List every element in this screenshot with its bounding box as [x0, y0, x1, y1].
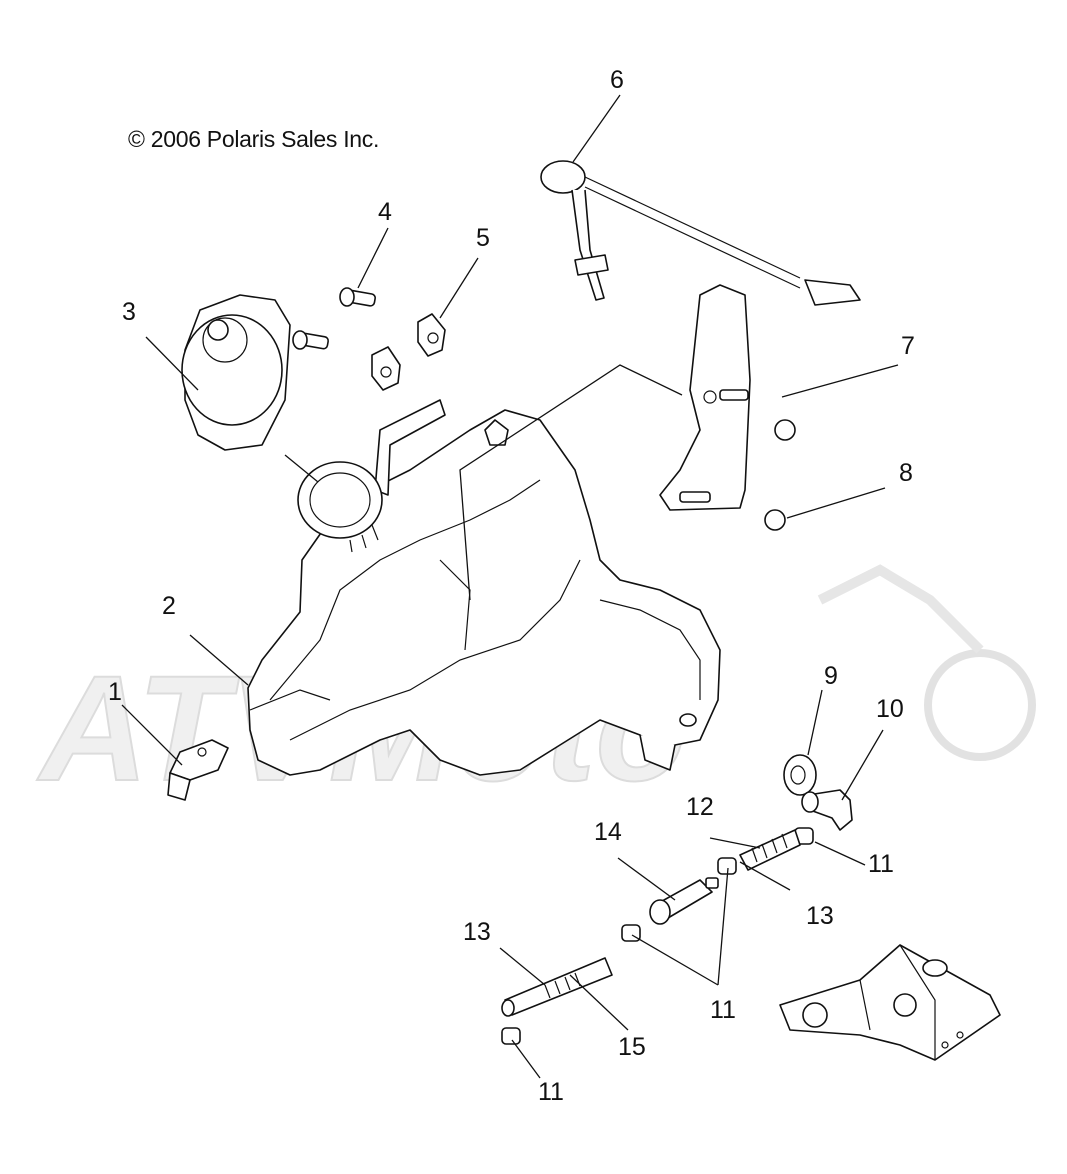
- fuel-tank[interactable]: [247, 399, 721, 776]
- grommet-9[interactable]: [783, 754, 817, 796]
- callout-11-lower: 11: [538, 1078, 564, 1106]
- watermark-wheel-icon: [924, 649, 1036, 761]
- copyright-notice: © 2006 Polaris Sales Inc.: [128, 126, 380, 152]
- callout-6: 6: [610, 66, 624, 94]
- callout-2: 2: [162, 592, 176, 620]
- elbow-fitting-10[interactable]: [801, 789, 853, 831]
- clip-nut-5[interactable]: [371, 313, 446, 391]
- leader-lines: [121, 94, 899, 1079]
- fuel-filter-14[interactable]: [649, 877, 719, 925]
- callout-4: 4: [378, 198, 392, 226]
- callout-9: 9: [824, 662, 838, 690]
- callout-7: 7: [901, 332, 915, 360]
- callout-10: 10: [876, 695, 904, 723]
- callout-14: 14: [594, 818, 622, 846]
- callout-15: 15: [618, 1033, 646, 1061]
- watermark-bike-icon: [817, 564, 984, 654]
- callout-11-upper: 11: [868, 850, 894, 878]
- filler-neck: [297, 461, 383, 553]
- callout-5: 5: [476, 224, 490, 252]
- callout-8: 8: [899, 459, 913, 487]
- screw-4[interactable]: [292, 287, 376, 350]
- fuel-sender[interactable]: [540, 160, 861, 306]
- callout-11-middle: 11: [710, 996, 736, 1024]
- mount-bracket[interactable]: [659, 284, 796, 531]
- callout-13-right: 13: [806, 902, 834, 930]
- callout-labels: 1 2 3 4 5 6 7 8 9 10 11 11 11 12 13 13 1…: [108, 66, 915, 1106]
- fuel-hose-15[interactable]: [501, 957, 613, 1017]
- callout-12: 12: [686, 793, 714, 821]
- callout-1: 1: [108, 678, 122, 706]
- lower-bracket[interactable]: [779, 944, 1001, 1061]
- petcock-clip-1[interactable]: [167, 739, 229, 801]
- callout-13-left: 13: [463, 918, 491, 946]
- callout-3: 3: [122, 298, 136, 326]
- fuel-cap[interactable]: [181, 294, 291, 451]
- fuel-hose-12[interactable]: [739, 829, 801, 871]
